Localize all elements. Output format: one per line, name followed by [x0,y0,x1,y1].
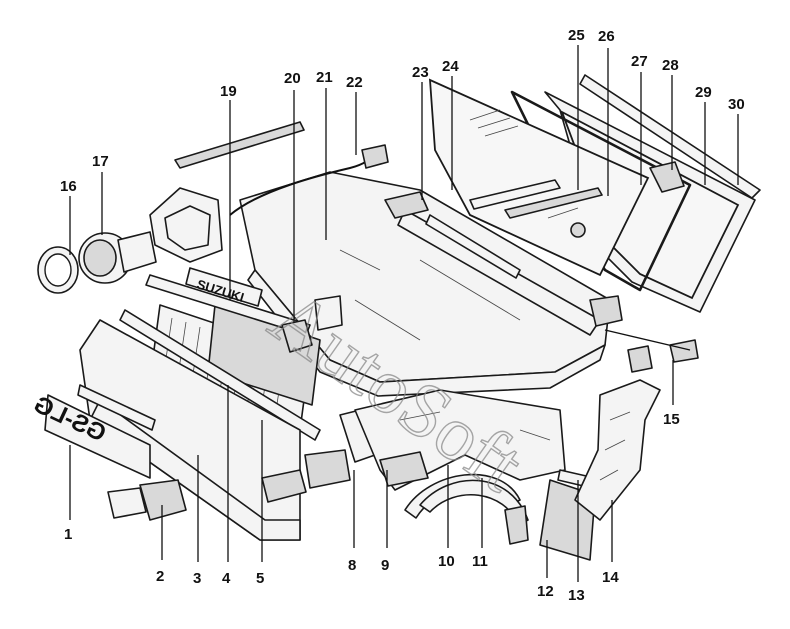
callout-3: 3 [193,570,201,587]
callout-23: 23 [412,64,429,81]
callout-16: 16 [60,178,77,195]
callout-22: 22 [346,74,363,91]
callout-28: 28 [662,57,679,74]
headlamp-housing [149,187,223,263]
callout-labels: 1 2 3 4 5 8 9 10 11 12 13 14 15 16 17 19… [60,27,745,604]
wiper-arm-25 [469,179,603,238]
callout-13: 13 [568,587,585,604]
horn-20 [281,295,343,353]
hood-latch-cable-22 [229,144,389,216]
inner-side-panel-14 [574,379,661,521]
hood-panel-21 [239,171,611,397]
callout-1: 1 [64,526,72,543]
wheel-arch-liner-11 [419,479,529,545]
headlamp-17 [78,231,157,284]
callout-27: 27 [631,53,648,70]
hood-rear-rail-24 [397,209,601,336]
hood-hinge-23 [384,191,623,327]
callout-12: 12 [537,583,554,600]
callout-9: 9 [381,557,389,574]
callout-11: 11 [472,553,488,570]
front-fender-9 [354,389,566,491]
plate-bracket [77,384,156,431]
wiper-clip-28 [649,161,685,193]
callout-30: 30 [728,96,745,113]
callout-20: 20 [284,70,301,87]
callout-4: 4 [222,570,231,587]
callout-8: 8 [348,557,356,574]
callout-29: 29 [695,84,712,101]
callout-5: 5 [256,570,264,587]
callout-10: 10 [438,553,455,570]
headlamp-rim-16 [37,246,79,294]
callout-24: 24 [442,58,459,75]
fog-lamp-2 [107,479,187,521]
callout-21: 21 [316,69,333,86]
callout-25: 25 [568,27,585,44]
callout-17: 17 [92,153,109,170]
callout-2: 2 [156,568,164,585]
leader-lines [69,45,739,582]
fender-apron-8 [304,409,376,489]
callout-26: 26 [598,28,615,45]
callout-15: 15 [663,411,680,428]
callout-19: 19 [220,83,237,100]
callout-14: 14 [602,569,619,586]
side-bracket-15 [604,329,699,373]
bumper-reinforcement [119,309,321,441]
rear-glass-26 [428,78,650,277]
cowl-strip-19 [174,121,305,169]
